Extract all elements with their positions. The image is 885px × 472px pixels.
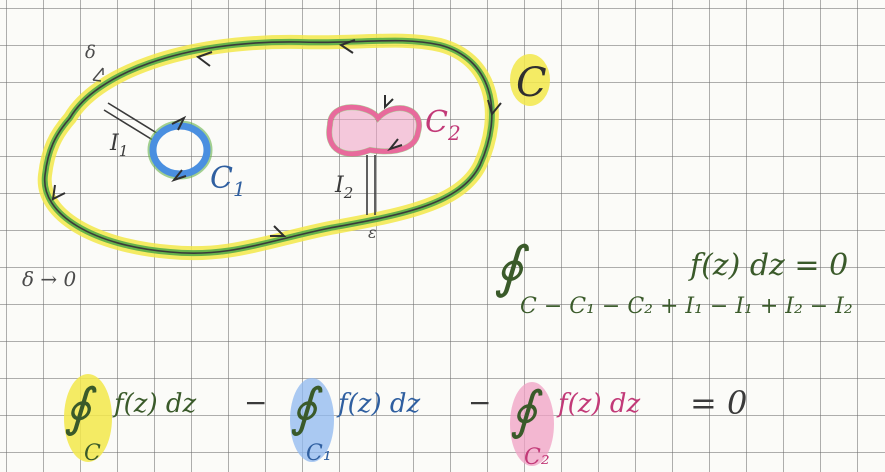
eq-term2-integrand: f(z) dz — [336, 389, 421, 419]
label-limit: δ → 0 — [22, 267, 77, 291]
contour-c2 — [326, 95, 423, 157]
label-c1: C1 — [210, 161, 246, 201]
label-i2: I2 — [334, 173, 353, 202]
eq-equals-zero: = 0 — [690, 384, 747, 422]
eq-term3-sub: C₂ — [524, 445, 550, 470]
eq-term3-integrand: f(z) dz — [556, 389, 641, 419]
label-delta: δ — [85, 42, 96, 63]
eq-term2-sub: C₁ — [306, 441, 332, 466]
eq-top-integral: ∮ — [494, 235, 530, 300]
cut-i1 — [103, 102, 161, 143]
contour-c1 — [147, 115, 213, 183]
eq-term1-integrand: f(z) dz — [112, 389, 197, 419]
label-c: C — [516, 60, 547, 106]
eq-term3-highlight — [510, 382, 554, 466]
eq-term1-highlight — [64, 374, 112, 462]
c-label-highlight — [510, 54, 550, 106]
eq-term2-highlight — [290, 378, 334, 462]
cut-i2 — [366, 155, 376, 215]
equation-bottom: ∮ C f(z) dz − ∮ C₁ f(z) dz − ∮ C₂ f(z) d… — [64, 374, 747, 470]
label-i1: I1 — [109, 131, 128, 160]
eq-minus-1: − — [244, 386, 267, 419]
outer-contour-ink — [44, 39, 493, 254]
eq-top-subscript: C − C₁ − C₂ + I₁ − I₁ + I₂ − I₂ — [520, 294, 853, 319]
equation-top: ∮ C − C₁ − C₂ + I₁ − I₁ + I₂ − I₂ f(z) d… — [494, 235, 853, 319]
delta-arrow — [92, 67, 104, 82]
eq-top-integrand: f(z) dz = 0 — [688, 248, 848, 283]
label-c2: C2 — [425, 105, 461, 145]
outer-contour-arrows — [51, 39, 502, 237]
label-epsilon: ε — [368, 223, 377, 242]
eq-term1-sub: C — [84, 441, 101, 466]
eq-minus-2: − — [468, 386, 491, 419]
